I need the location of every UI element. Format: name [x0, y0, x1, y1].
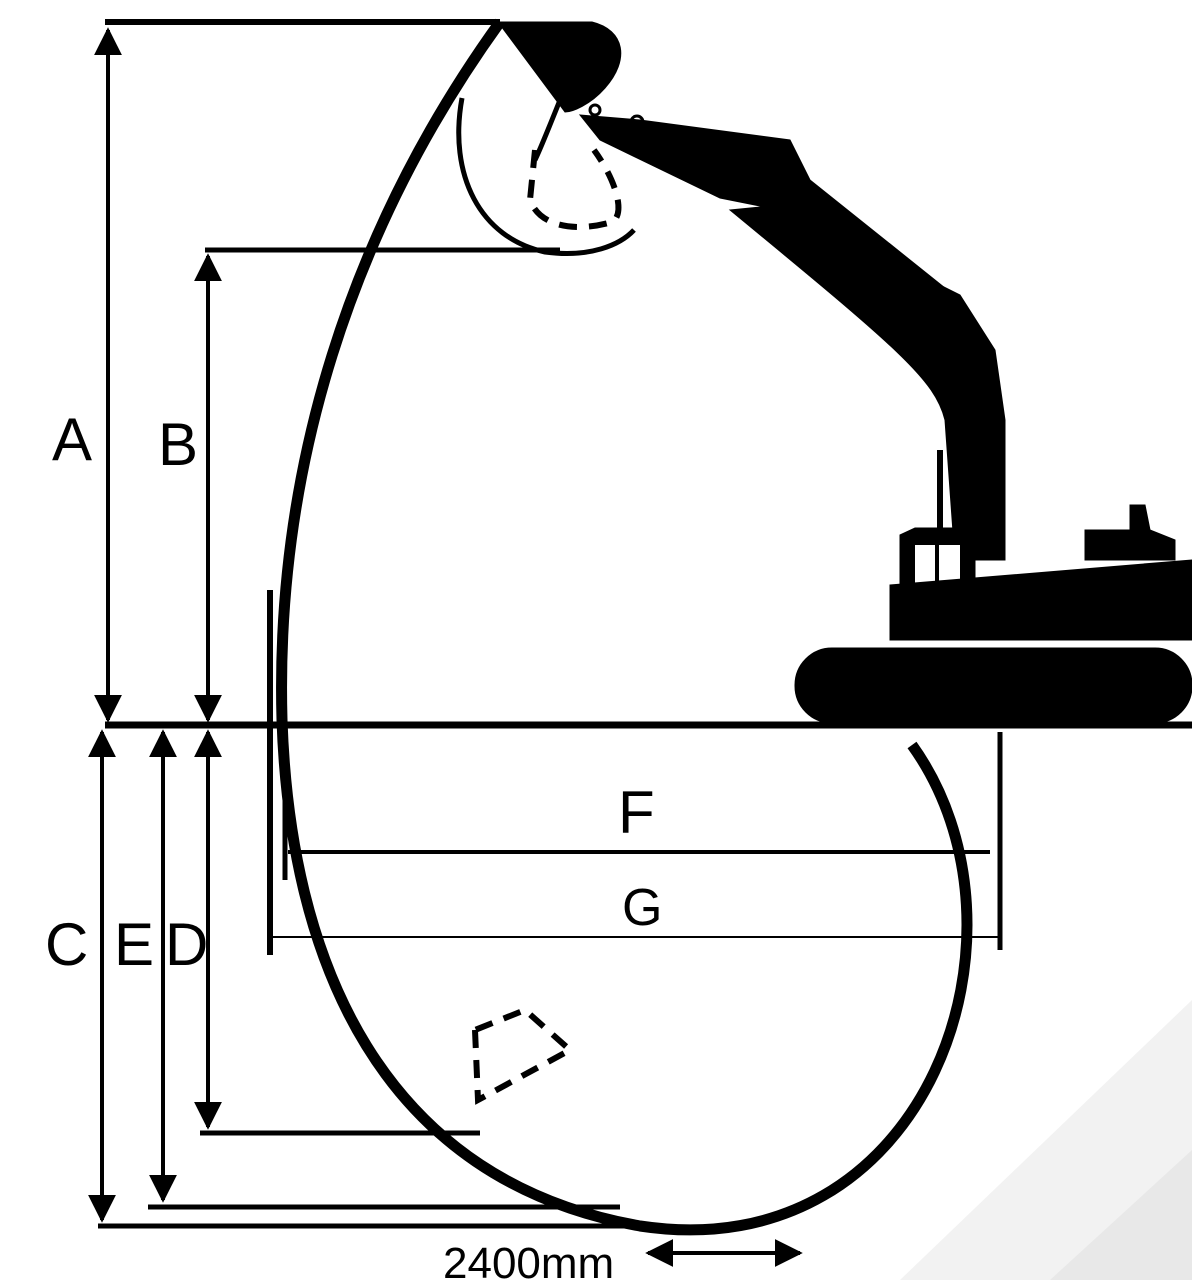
working-range-envelope	[276, 18, 973, 1236]
bucket-dashed-bottom	[471, 1006, 576, 1105]
bucket-linkage	[532, 99, 563, 162]
background-watermark	[900, 1000, 1192, 1280]
excavator-upper-body	[889, 559, 1192, 641]
cab-window-frame	[935, 545, 939, 585]
linkage-pin-1	[588, 103, 602, 117]
bucket-dashed-top	[526, 148, 622, 230]
label-c: C	[45, 911, 88, 978]
track-note: 2400mm	[443, 1239, 614, 1280]
label-b: B	[158, 411, 198, 478]
label-d: D	[165, 911, 208, 978]
label-g: G	[622, 879, 662, 937]
excavator-silhouette	[497, 21, 1192, 724]
label-e: E	[114, 911, 154, 978]
label-f: F	[618, 779, 655, 846]
excavator-track	[794, 647, 1192, 724]
label-a: A	[52, 406, 92, 473]
bucket-reach-arc	[456, 97, 636, 256]
engine-hood	[1084, 504, 1176, 561]
excavator-boom	[728, 204, 1006, 561]
bucket-shape	[497, 21, 622, 113]
